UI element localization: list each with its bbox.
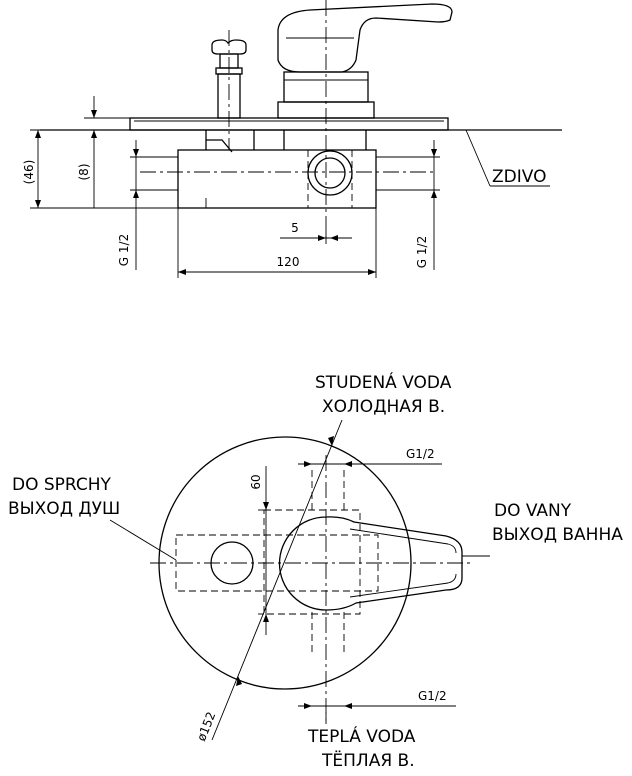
side-view: (46) (8) G 1/2 G 1/2	[22, 0, 562, 278]
thread-right-dimension	[376, 140, 440, 270]
diverter-knob	[211, 30, 247, 150]
thread-bottom-dimension	[298, 703, 456, 709]
thread-left-dimension	[130, 140, 178, 270]
cartridge-outline	[263, 509, 361, 615]
shower-outlet-label-cz: DO SPRCHY	[12, 475, 112, 495]
diameter-label: ø152	[194, 710, 218, 743]
dimension-60	[258, 466, 269, 635]
valve-body	[140, 130, 434, 209]
hot-water-label-cz: TEPLÁ VODA	[307, 725, 416, 747]
cold-water-label-cz: STUDENÁ VODA	[315, 371, 452, 393]
dimension-8-label: (8)	[77, 164, 91, 181]
thread-top-dimension	[298, 461, 442, 467]
outlet-circle-inner	[314, 157, 346, 189]
dimension-5	[280, 232, 352, 244]
lever-handle-front	[278, 516, 463, 611]
hot-water-label-ru: ТЁПЛАЯ В.	[321, 750, 415, 771]
wall-label: ZDIVO	[492, 167, 546, 187]
bath-outlet-label-cz: DO VANY	[494, 501, 572, 521]
dimension-5-label: 5	[291, 221, 299, 235]
valve-body-outline	[175, 534, 379, 592]
lever-handle-side	[277, 0, 453, 240]
wall-leader	[465, 129, 550, 187]
cover-plate	[129, 117, 449, 131]
dimension-60-label: 60	[249, 474, 263, 489]
dimension-120	[177, 208, 377, 278]
thread-right-label: G 1/2	[415, 236, 429, 268]
thread-bottom-label: G1/2	[418, 689, 447, 703]
dimension-46-label: (46)	[22, 160, 36, 185]
dimension-120-label: 120	[277, 255, 300, 269]
bath-outlet-label-ru: ВЫХОД ВАННА	[492, 525, 623, 545]
thread-left-label: G 1/2	[117, 234, 131, 266]
thread-top-label: G1/2	[406, 447, 435, 461]
shower-outlet-label-ru: ВЫХОД ДУШ	[8, 499, 120, 519]
dimension-8	[84, 96, 130, 208]
dimension-46	[30, 129, 178, 209]
shower-leader	[109, 519, 177, 561]
cold-water-label-ru: ХОЛОДНАЯ В.	[322, 397, 445, 417]
front-view: 60 G1/2 G1/2 ø152 STUDENÁ VODA ХОЛОДНАЯ …	[8, 371, 623, 771]
diameter-dimension	[211, 419, 343, 741]
